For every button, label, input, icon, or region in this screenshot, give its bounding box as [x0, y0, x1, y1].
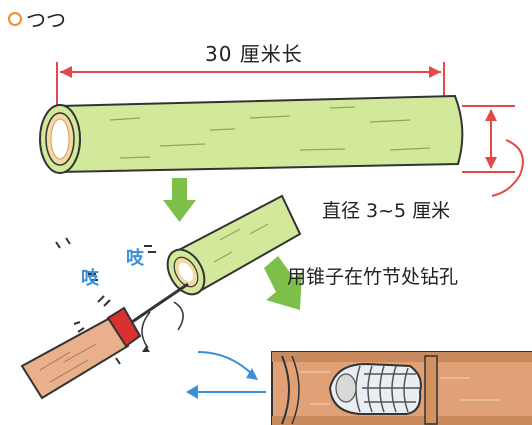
- circle-bullet-icon: [8, 11, 22, 26]
- length-label: 30 厘米长: [205, 42, 303, 66]
- sound-effect-2: 吱: [81, 268, 99, 289]
- green-arrow-down: [163, 178, 196, 222]
- green-arrow-diagonal: [264, 256, 302, 310]
- drill-instruction-label: 用锥子在竹节处钻孔: [287, 266, 459, 288]
- sound-effect-1: 吱: [126, 248, 144, 269]
- diameter-dimension: [462, 105, 524, 197]
- blue-arrows: [186, 351, 266, 399]
- tube-cross-section: [271, 351, 532, 425]
- awl-tool: [20, 282, 189, 400]
- page-title: つつ: [8, 4, 66, 33]
- title-text: つつ: [26, 8, 66, 32]
- cocoon: [328, 362, 422, 415]
- drilled-bamboo-tube: [166, 194, 302, 296]
- motion-marks: [55, 237, 156, 365]
- bamboo-tube: [39, 94, 464, 174]
- diameter-label: 直径 3~5 厘米: [322, 200, 451, 222]
